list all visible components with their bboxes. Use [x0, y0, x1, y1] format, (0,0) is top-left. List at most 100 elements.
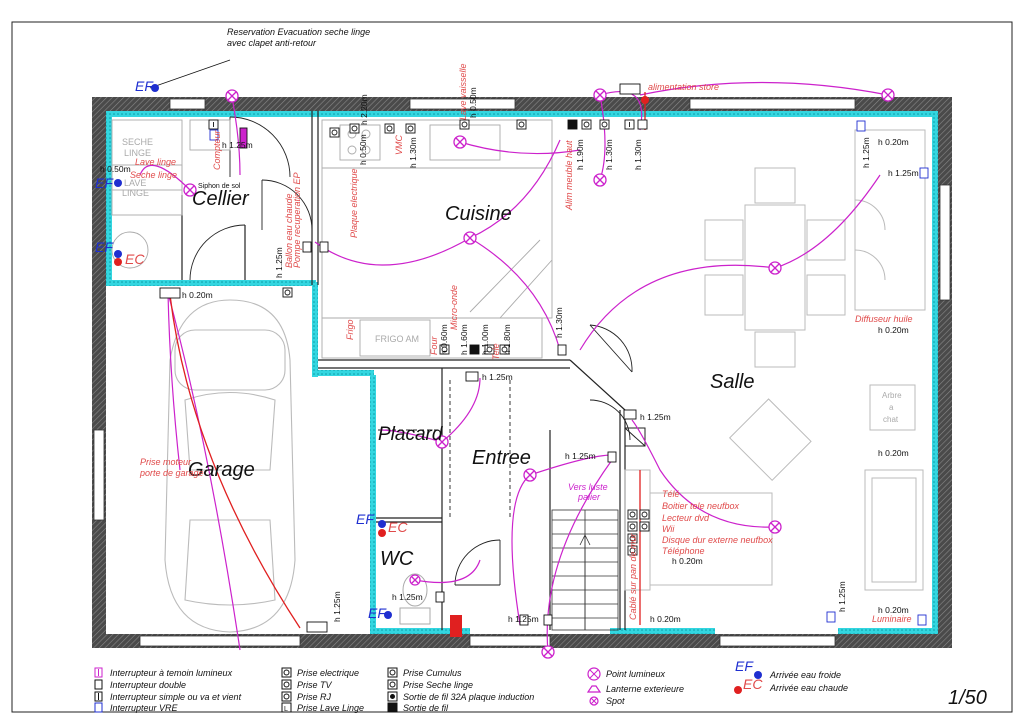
- switch-icon: [826, 611, 836, 623]
- light-point-icon: [593, 173, 607, 187]
- height-label: h 0.50m: [468, 87, 478, 118]
- hot-water-icon: [114, 258, 122, 266]
- height-label: h 0.20m: [878, 137, 909, 147]
- lecteur-label: Lecteur dvd: [662, 513, 710, 523]
- outlet-icon: [567, 119, 578, 130]
- ef-label: EF: [95, 175, 114, 191]
- legend-item: Interrupteur double: [110, 680, 186, 690]
- outlet-icon: [281, 667, 292, 678]
- washer-outlet-icon: [281, 702, 292, 713]
- light-point-icon: [768, 261, 782, 275]
- ef-label: EF: [356, 511, 375, 527]
- cold-water-icon: [151, 84, 159, 92]
- height-label: h 1.25m: [888, 168, 919, 178]
- kitchen-furniture: [321, 119, 553, 359]
- frigo-am-fixture: FRIGO AM: [375, 334, 419, 344]
- outlet-icon: [484, 344, 495, 355]
- micro-onde-label: Micro-onde: [449, 285, 459, 330]
- room-cellier: Cellier: [192, 188, 250, 210]
- spot-icon: [589, 696, 599, 706]
- light-point-icon: [587, 667, 601, 681]
- outlet-icon: [349, 123, 360, 134]
- height-label: h 0.20m: [878, 605, 909, 615]
- legend-item: Prise Cumulus: [403, 668, 462, 678]
- room-placard: Placard: [378, 424, 444, 445]
- outlet-icon: [459, 119, 470, 130]
- hot-water-icon: [641, 96, 649, 104]
- room-cuisine: Cuisine: [445, 203, 512, 225]
- svg-text:L: L: [284, 706, 288, 713]
- switch-icon: [623, 409, 637, 420]
- ballon-label: Ballon eau chaude: [284, 193, 294, 268]
- height-label: h 1.60m: [459, 324, 469, 355]
- height-label: h 1.25m: [222, 140, 253, 150]
- meter-box: [624, 427, 646, 447]
- diffuseur-label: Diffuseur huile: [855, 314, 913, 324]
- dining-table: [704, 129, 926, 368]
- vers-luste-label: Vers luste: [568, 482, 608, 492]
- lave-vaisselle-label: Lave vaisselle: [458, 63, 468, 120]
- legend-item: Interrupteur à temoin lumineux: [110, 668, 233, 678]
- vmc-label: VMC: [394, 135, 404, 156]
- height-label: h 1.25m: [861, 137, 871, 168]
- height-label: h 1.30m: [408, 137, 418, 168]
- switch-icon: [239, 127, 248, 149]
- height-label: h 1.80m: [502, 324, 512, 355]
- outlet-icon: [405, 123, 416, 134]
- height-label: h 1.30m: [554, 307, 564, 338]
- height-labels: h 0.50m h 1.25m h 2.20m h 0.50m h 1.30m …: [100, 87, 919, 624]
- height-label: h 0.20m: [878, 325, 909, 335]
- switch-icon: [607, 451, 617, 463]
- outlet-icon: [627, 545, 638, 556]
- room-salle: Salle: [710, 371, 754, 393]
- switch-icon: [543, 614, 553, 626]
- hot-water-icon: [734, 686, 742, 694]
- light-point-icon: [453, 135, 467, 149]
- outlet-icon: [599, 119, 610, 130]
- insulation: [106, 111, 938, 634]
- car: [164, 299, 296, 633]
- light-point-icon: [409, 574, 421, 586]
- outlet-icon: [639, 509, 650, 520]
- legend-item: Prise electrique: [297, 668, 359, 678]
- light-point-icon: [183, 183, 197, 197]
- page-number: 1/50: [948, 687, 987, 709]
- legend-item: Prise RJ: [297, 692, 332, 702]
- height-label: h 1.30m: [604, 139, 614, 170]
- switch-icon: [209, 129, 219, 141]
- outlet-icon: [627, 509, 638, 520]
- cold-water-icon: [384, 611, 392, 619]
- outlet-icon: [627, 521, 638, 532]
- reservation-note-2: avec clapet anti-retour: [227, 38, 317, 48]
- light-point-icon: [881, 88, 895, 102]
- porte-garage-label: porte de garage: [139, 468, 204, 478]
- light-point-icon: [593, 88, 607, 102]
- salon-furniture: [624, 384, 924, 591]
- lave-linge-fixture: LINGE: [122, 188, 149, 198]
- height-label: h 0.60m: [439, 324, 449, 355]
- disque-label: Disque dur externe neufbox: [662, 535, 773, 545]
- lantern-icon: [586, 685, 602, 693]
- switch-icon: [856, 120, 866, 132]
- light-point-icon: [768, 520, 782, 534]
- height-label: h 1.25m: [482, 372, 513, 382]
- reservation-note-1: Reservation Evacuation seche linge: [227, 27, 370, 37]
- legend-item: Interrupteur simple ou va et vient: [110, 692, 242, 702]
- page-frame: [11, 21, 1013, 713]
- arbre-chat: Arbre: [882, 391, 902, 400]
- legend-col4: Point lumineux Lanterne exterieure Spot: [586, 667, 684, 706]
- height-label: h 1.25m: [640, 412, 671, 422]
- light-point-icon: [435, 435, 449, 449]
- cold-water-icon: [114, 250, 122, 258]
- arbre-chat: a: [889, 403, 894, 412]
- seche-linge-label: Seche linge: [130, 170, 177, 180]
- boitier-label: Boitier tele neufbox: [662, 501, 740, 511]
- switch-icon: [919, 167, 929, 179]
- rj-outlet-icon: [281, 691, 292, 702]
- light-point-icon: [541, 645, 555, 659]
- height-label: h 1.25m: [508, 614, 539, 624]
- legend-item: Sortie de fil 32A plaque induction: [403, 692, 534, 702]
- outlet-icon: [639, 521, 650, 532]
- lave-linge-label: Lave linge: [135, 157, 176, 167]
- telephone-label: Téléphone: [662, 546, 705, 556]
